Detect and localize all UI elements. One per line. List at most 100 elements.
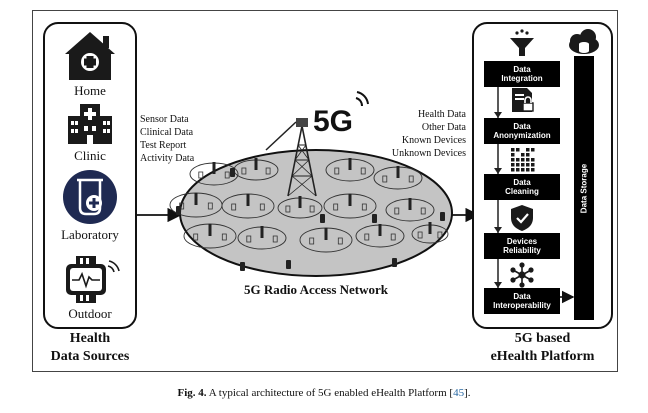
input-data-list: Sensor Data Clinical Data Test Report Ac… [140,113,194,165]
user-device [333,203,339,211]
caption-ref-link[interactable]: 45 [453,387,465,399]
user-device [272,235,278,243]
smartphone-icon [372,214,377,223]
figure-frame [32,10,618,372]
source-label-outdoor: Outdoor [68,306,112,321]
caption-prefix: Fig. 4. [177,387,207,399]
small-cell-tower [254,158,258,170]
stage-label-line2: Cleaning [505,187,539,196]
user-device [337,237,343,245]
platform-title-line1: 5G based [514,331,571,346]
source-label-laboratory: Laboratory [61,227,119,242]
small-cell-tower [260,226,264,238]
pipeline-stages [484,29,560,314]
pipeline-arrow [494,112,502,118]
shield-check-icon [511,205,533,231]
figure-caption: Fig. 4. A typical architecture of 5G ena… [0,387,648,399]
smartphone-icon [230,168,235,177]
smartphone-icon [440,212,445,221]
user-device [390,233,396,241]
network-label: 5G Radio Access Network [243,282,389,297]
data-grid-icon [511,148,535,172]
laboratory-icon [63,170,117,224]
small-cell-tower [212,162,216,174]
output-data-item: Unknown Devices [391,148,466,159]
stage-label-line2: Anonymization [493,131,551,140]
user-device [437,231,443,239]
stage-label-line2: Interoperability [493,301,551,310]
stage-label-line1: Data [513,122,531,131]
user-device [193,233,199,241]
small-cell-tower [298,196,302,208]
user-device [334,167,340,175]
pipeline-arrow [494,168,502,174]
output-data-item: Health Data [417,109,466,120]
pipeline-stage-box [484,288,560,314]
user-device [231,203,237,211]
small-cell-tower [378,224,382,236]
data-storage-bar [574,56,594,320]
user-device [394,207,400,215]
input-data-item: Clinical Data [140,127,194,138]
pipeline-arrow [494,282,502,288]
user-device [364,233,370,241]
small-cell-tower [408,198,412,210]
user-device [417,231,423,239]
stage-label-line1: Data [513,178,531,187]
sources-title-line1: Health [69,331,111,346]
user-device [285,205,291,213]
user-device [259,203,265,211]
user-device [241,167,247,175]
signal-waves-icon [355,91,369,107]
stage-label-line2: Reliability [503,246,541,255]
smartphone-icon [286,260,291,269]
source-label-home: Home [74,83,106,98]
pipeline-arrow [494,227,502,233]
user-device [361,203,367,211]
stage-label-line1: Data [513,65,531,74]
output-data-item: Other Data [421,122,466,133]
user-device [246,235,252,243]
user-device [207,202,213,210]
sources-title: Health Data Sources [30,330,150,366]
user-device [360,167,366,175]
stage-label-line1: Devices [506,237,538,246]
pipeline-stage-box [484,174,560,200]
input-data-item: Test Report [140,140,187,151]
caption-suffix: ]. [464,387,471,399]
user-device [408,175,414,183]
pipeline-stage-box [484,233,560,259]
stage-label-line1: Data [513,292,531,301]
small-cell-tower [324,228,328,240]
small-cell-tower [194,193,198,205]
network-nodes-icon [510,262,534,288]
smartphone-icon [320,214,325,223]
smartphone-icon [176,206,181,215]
user-device [420,207,426,215]
input-data-item: Activity Data [140,153,195,164]
smartphone-icon [392,258,397,267]
platform-title-line2: eHealth Platform [490,349,595,364]
output-data-item: Known Devices [401,135,466,146]
user-device [309,205,315,213]
small-cell-tower [246,194,250,206]
output-data-list: Health Data Other Data Known Devices Unk… [376,108,466,160]
home-icon [65,32,115,80]
pipeline-stage-box [484,118,560,144]
hospital-icon [68,104,112,144]
user-device [309,237,315,245]
stage-label-line2: Integration [501,74,543,83]
input-data-item: Sensor Data [140,114,189,125]
user-device [224,171,230,179]
document-lock-icon [512,88,534,112]
platform-title: 5G based eHealth Platform [470,330,615,366]
network-cells [169,158,449,271]
small-cell-tower [348,158,352,170]
cloud-database-icon [569,29,599,54]
